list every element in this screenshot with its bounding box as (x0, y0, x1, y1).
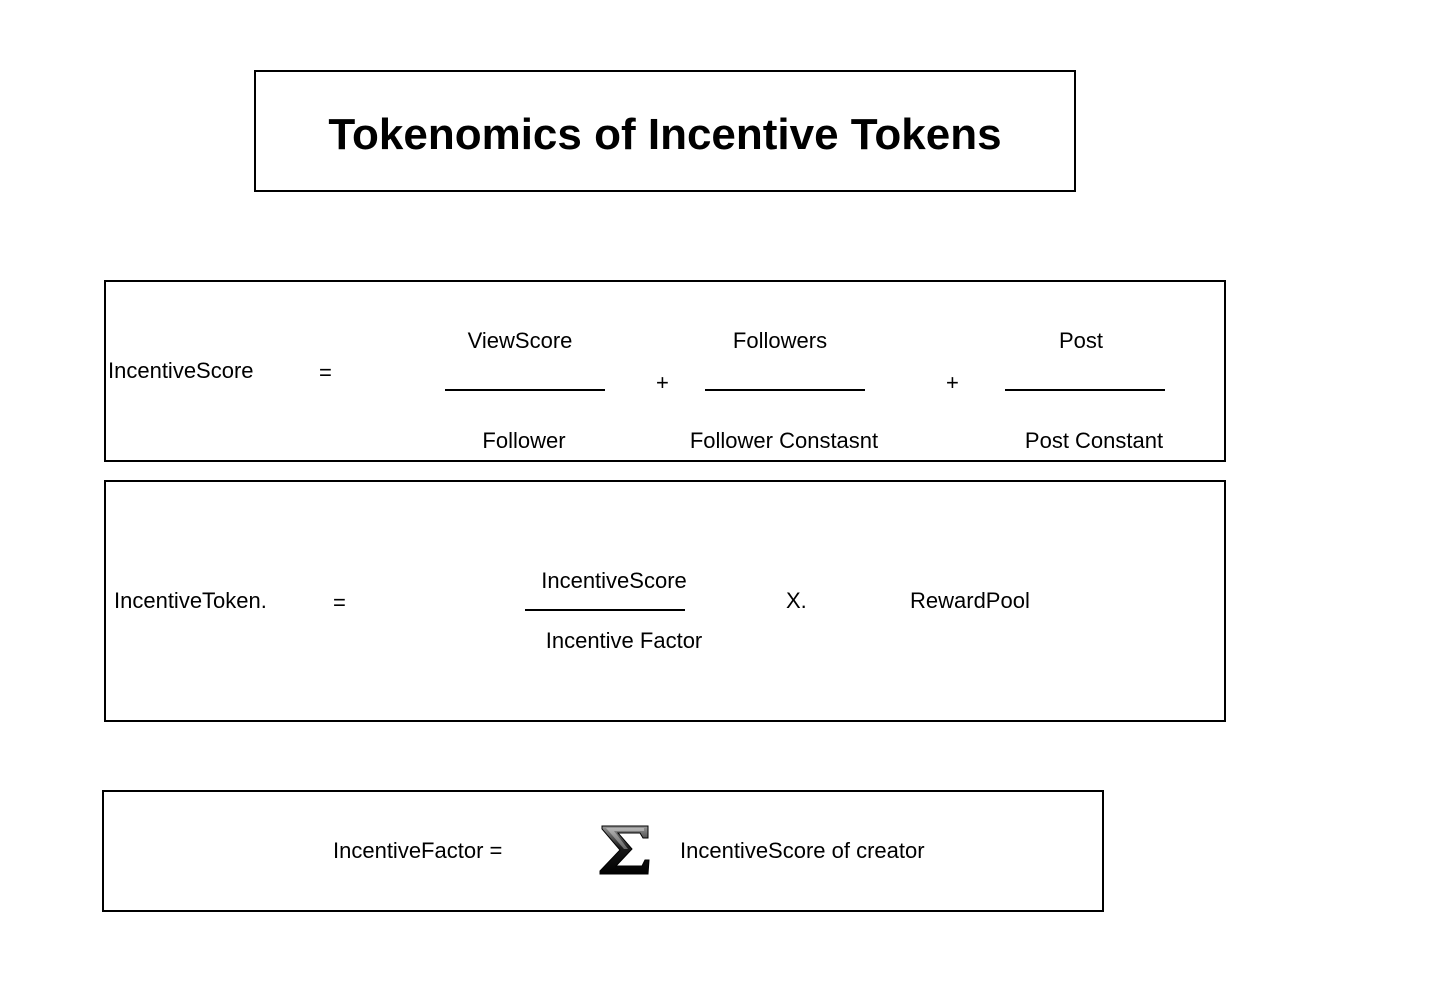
incentive-factor-rhs: IncentiveScore of creator (680, 838, 925, 863)
fraction-bar-1 (445, 389, 605, 391)
fraction-bar-token (525, 609, 685, 611)
fraction-bar-3 (1005, 389, 1165, 391)
token-numerator: IncentiveScore (541, 568, 687, 593)
sigma-icon (599, 825, 650, 875)
fraction-bar-2 (705, 389, 865, 391)
incentive-score-label: IncentiveScore (108, 358, 254, 383)
equals-sign: = (319, 360, 332, 385)
incentive-factor-label: IncentiveFactor = (333, 838, 503, 863)
times-sign: X. (786, 588, 807, 613)
term2-numerator: Followers (732, 328, 828, 353)
incentive-token-formula-box (104, 480, 1226, 722)
incentive-token-label: IncentiveToken. (114, 588, 267, 613)
plus-sign-1: + (656, 370, 669, 395)
term3-numerator: Post (1058, 328, 1104, 353)
term1-denominator: Follower (482, 428, 566, 453)
term2-denominator: Follower Constasnt (689, 428, 879, 453)
equals-sign: = (333, 590, 346, 615)
plus-sign-2: + (946, 370, 959, 395)
incentive-score-formula-box (104, 280, 1226, 462)
term1-numerator: ViewScore (467, 328, 573, 353)
term3-denominator: Post Constant (1024, 428, 1164, 453)
token-denominator: Incentive Factor (545, 628, 703, 653)
page-title: Tokenomics of Incentive Tokens (328, 110, 1002, 159)
reward-pool-label: RewardPool (910, 588, 1030, 613)
incentive-factor-formula-box (102, 790, 1104, 912)
title-box: Tokenomics of Incentive Tokens (254, 70, 1076, 192)
